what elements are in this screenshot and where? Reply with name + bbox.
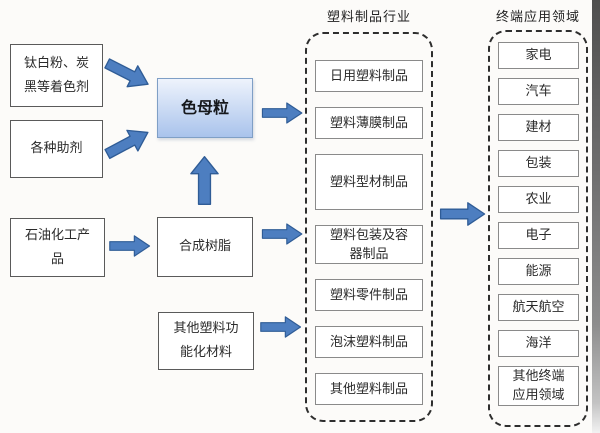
industry-panel-title: 塑料制品行业 [326,10,411,25]
industry-item: 塑料零件制品 [315,279,423,311]
arrow-industry-to-application-icon [439,202,486,226]
application-item: 汽车 [498,78,579,105]
industry-item: 泡沫塑料制品 [315,326,423,358]
arrow-resin-to-masterbatch-icon [190,156,219,205]
application-panel: 家电 汽车 建材 包装 农业 电子 能源 航天航空 海洋 其他终端 应用领域 [488,30,588,427]
input-box-colorants: 钛白粉、炭 黑等着色剂 [10,44,103,107]
photo-edge-shadow [592,0,600,433]
application-panel-title: 终端应用领域 [495,10,580,25]
application-item: 电子 [498,222,579,249]
application-item: 家电 [498,42,579,69]
resin-box: 合成树脂 [157,217,253,277]
industry-item: 塑料薄膜制品 [315,107,423,139]
application-item: 能源 [498,258,579,285]
industry-item: 塑料型材制品 [315,154,423,210]
industry-panel: 日用塑料制品 塑料薄膜制品 塑料型材制品 塑料包装及容 器制品 塑料零件制品 泡… [305,32,433,422]
arrow-resin-to-industry-icon [261,223,303,245]
input-box-other-functional-materials: 其他塑料功 能化材料 [158,312,254,370]
application-item: 建材 [498,114,579,141]
application-item: 农业 [498,186,579,213]
application-item: 航天航空 [498,294,579,321]
input-box-petrochemical: 石油化工产 品 [10,218,105,277]
input-box-additives: 各种助剂 [10,120,103,178]
arrow-colorants-to-masterbatch-icon [104,58,149,88]
masterbatch-box: 色母粒 [157,78,253,138]
arrow-masterbatch-to-industry-icon [261,102,303,124]
application-item: 其他终端 应用领域 [498,366,579,406]
industry-item: 其他塑料制品 [315,373,423,405]
arrow-petrochemical-to-resin-icon [109,235,151,257]
industry-item: 塑料包装及容 器制品 [315,225,423,264]
industry-item: 日用塑料制品 [315,60,423,92]
arrow-additives-to-masterbatch-icon [104,129,149,160]
application-item: 包装 [498,150,579,177]
application-item: 海洋 [498,330,579,357]
arrow-materials-to-industry-icon [260,316,302,338]
